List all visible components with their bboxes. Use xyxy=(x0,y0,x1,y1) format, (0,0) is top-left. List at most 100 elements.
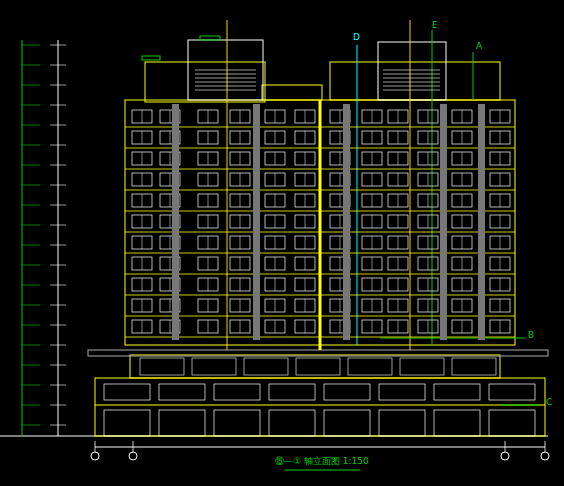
drawing-stroke xyxy=(418,194,438,207)
drawing-stroke xyxy=(22,145,40,146)
drawing-stroke xyxy=(295,173,315,186)
drawing-stroke xyxy=(418,299,438,312)
drawing-stroke xyxy=(22,85,40,86)
drawing-stroke xyxy=(490,299,510,312)
drawing-stroke xyxy=(490,152,510,165)
drawing-stroke xyxy=(208,215,209,228)
drawing-stroke xyxy=(305,257,306,270)
drawing-stroke xyxy=(265,173,285,186)
drawing-stroke xyxy=(22,325,40,326)
drawing-stroke xyxy=(462,131,463,144)
drawing-stroke xyxy=(500,278,501,291)
drawing-stroke xyxy=(372,299,373,312)
drawing-stroke xyxy=(434,410,480,436)
drawing-stroke xyxy=(295,131,315,144)
drawing-stroke xyxy=(462,257,463,270)
drawing-stroke xyxy=(305,320,306,333)
drawing-stroke xyxy=(132,299,152,312)
drawing-stroke xyxy=(50,345,66,346)
drawing-stroke xyxy=(275,173,276,186)
drawing-stroke xyxy=(388,110,408,123)
drawing-stroke xyxy=(500,320,501,333)
drawing-stroke xyxy=(383,78,440,79)
drawing-stroke xyxy=(22,425,40,426)
drawing-stroke xyxy=(265,194,285,207)
drawing-stroke xyxy=(265,320,285,333)
drawing-stroke xyxy=(22,365,40,366)
drawing-stroke xyxy=(95,441,96,452)
drawing-stroke xyxy=(305,173,306,186)
drawing-stroke xyxy=(170,278,171,291)
drawing-stroke xyxy=(22,245,40,246)
drawing-stroke xyxy=(340,110,341,123)
drawing-stroke xyxy=(230,131,250,144)
drawing-stroke xyxy=(198,278,218,291)
drawing-stroke xyxy=(208,173,209,186)
drawing-stroke xyxy=(398,278,399,291)
drawing-stroke xyxy=(275,152,276,165)
drawing-stroke xyxy=(50,425,66,426)
drawing-stroke xyxy=(418,215,438,228)
drawing-stroke xyxy=(22,205,40,206)
drawing-stroke xyxy=(418,110,438,123)
drawing-stroke xyxy=(240,110,241,123)
drawing-stroke xyxy=(428,320,429,333)
drawing-stroke xyxy=(500,110,501,123)
drawing-stroke xyxy=(50,45,66,46)
drawing-stroke xyxy=(383,74,440,75)
drawing-stroke xyxy=(340,320,341,333)
drawing-stroke xyxy=(208,152,209,165)
drawing-stroke xyxy=(208,110,209,123)
drawing-stroke xyxy=(265,236,285,249)
drawing-stroke xyxy=(428,152,429,165)
drawing-stroke xyxy=(324,410,370,436)
drawing-stroke xyxy=(50,305,66,306)
drawing-stroke xyxy=(388,215,408,228)
drawing-stroke xyxy=(198,299,218,312)
drawing-stroke xyxy=(462,173,463,186)
drawing-stroke xyxy=(388,131,408,144)
axis-label: A xyxy=(476,42,482,51)
drawing-stroke xyxy=(462,299,463,312)
drawing-stroke xyxy=(275,110,276,123)
drawing-stroke xyxy=(132,110,152,123)
drawing-stroke xyxy=(253,104,260,340)
drawing-stroke xyxy=(452,320,472,333)
drawing-stroke xyxy=(398,152,399,165)
drawing-stroke xyxy=(125,190,515,191)
drawing-stroke xyxy=(275,299,276,312)
drawing-stroke xyxy=(198,257,218,270)
drawing-stroke xyxy=(388,320,408,333)
drawing-stroke xyxy=(462,110,463,123)
drawing-stroke xyxy=(275,215,276,228)
drawing-stroke xyxy=(132,131,152,144)
drawing-stroke xyxy=(22,285,40,286)
drawing-stroke xyxy=(265,257,285,270)
drawing-stroke xyxy=(230,173,250,186)
drawing-stroke xyxy=(462,320,463,333)
drawing-stroke xyxy=(452,110,472,123)
drawing-stroke xyxy=(230,194,250,207)
axis-label: C xyxy=(546,398,552,407)
drawing-stroke xyxy=(22,225,40,226)
drawing-stroke xyxy=(142,152,143,165)
drawing-stroke xyxy=(398,173,399,186)
drawing-stroke xyxy=(133,441,134,452)
drawing-stroke xyxy=(240,278,241,291)
axis-label: E xyxy=(432,21,438,30)
drawing-stroke xyxy=(132,215,152,228)
drawing-stroke xyxy=(452,173,472,186)
drawing-stroke xyxy=(275,278,276,291)
drawing-stroke xyxy=(230,110,250,123)
drawing-stroke xyxy=(240,215,241,228)
drawing-stroke xyxy=(500,215,501,228)
drawing-stroke xyxy=(50,405,66,406)
drawing-stroke xyxy=(125,274,515,275)
drawing-stroke xyxy=(142,173,143,186)
drawing-stroke xyxy=(198,236,218,249)
drawing-stroke xyxy=(372,215,373,228)
drawing-stroke xyxy=(452,278,472,291)
drawing-stroke xyxy=(265,131,285,144)
drawing-stroke xyxy=(22,165,40,166)
drawing-stroke xyxy=(452,236,472,249)
